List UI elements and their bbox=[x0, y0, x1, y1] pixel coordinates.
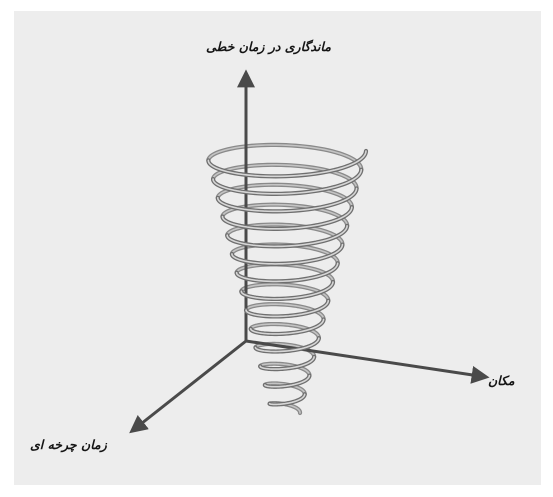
spiral-coil-highlight bbox=[226, 225, 348, 248]
spiral-coil-highlight bbox=[212, 168, 363, 195]
spiral-coil-highlight bbox=[231, 243, 344, 265]
space-axis-label: مکان bbox=[488, 373, 515, 388]
spiral-coil-highlight bbox=[245, 303, 325, 321]
spiral-coil-highlight bbox=[259, 356, 315, 370]
spiral-coil-highlight bbox=[249, 318, 325, 335]
spiral-coil-highlight bbox=[207, 150, 367, 178]
spiral-coil-highlight bbox=[216, 187, 358, 213]
vertical-axis-label: ماندگاری در زمان خطی bbox=[206, 39, 331, 54]
spiral-coil-highlight bbox=[268, 393, 306, 406]
spiral-coil-highlight bbox=[249, 323, 320, 339]
spiral-coil-highlight bbox=[259, 362, 311, 377]
spiral-coil-highlight bbox=[245, 299, 330, 318]
spiral-coil-highlight bbox=[240, 281, 334, 300]
diagram-canvas bbox=[129, 69, 490, 434]
spiral-coils-front bbox=[206, 148, 369, 407]
cyclic-time-axis-label: زمان چرخه ای bbox=[30, 437, 107, 452]
spiral-coil-highlight bbox=[240, 283, 330, 302]
diagram-figure: ماندگاری در زمان خطی مکان زمان چرخه ای bbox=[14, 11, 541, 485]
spiral-coil-highlight bbox=[221, 206, 353, 230]
spiral-coil-highlight bbox=[235, 262, 339, 283]
space-axis-arrow bbox=[245, 339, 490, 384]
spiral-coil-highlight bbox=[207, 144, 363, 171]
spiral-coil-highlight bbox=[221, 203, 348, 227]
cyclic-time-axis-arrow bbox=[129, 339, 247, 434]
spiral-coil-highlight bbox=[254, 337, 320, 353]
spiral-coil-highlight bbox=[264, 374, 311, 388]
